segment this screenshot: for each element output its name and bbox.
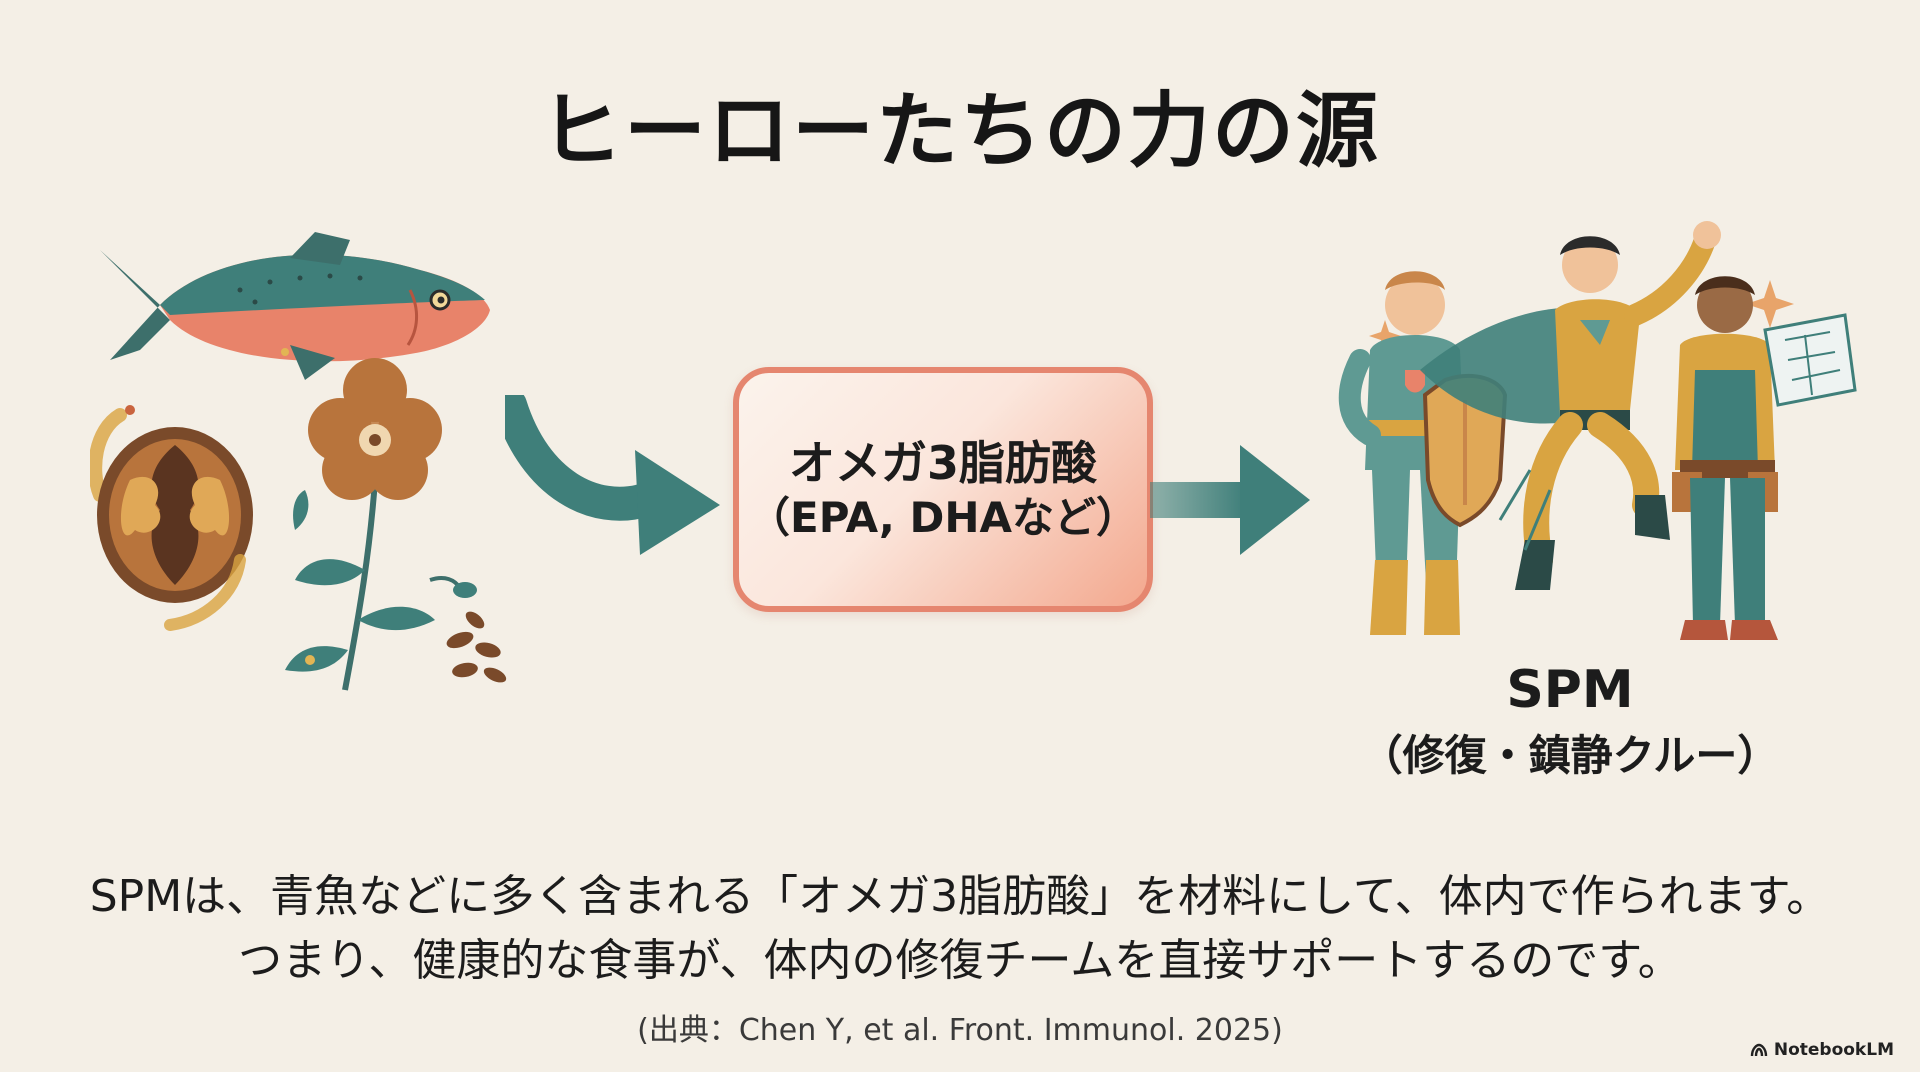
body-text-line-2: つまり、健康的な食事が、体内の修復チームを直接サポートするのです。 xyxy=(238,935,1682,986)
walnut-icon xyxy=(90,408,253,631)
flying-hero-icon xyxy=(1420,221,1721,590)
flax-flower-icon xyxy=(285,358,477,691)
body-text-line-1: SPMは、青魚などに多く含まれる「オメガ3脂肪酸」を材料にして、体内で作られます… xyxy=(89,871,1831,922)
straight-arrow-icon xyxy=(1150,445,1310,555)
curved-arrow-icon xyxy=(505,395,720,555)
spm-description: （修復・鎮静クルー） xyxy=(1360,731,1780,780)
shield-hero-icon xyxy=(1338,271,1508,635)
builder-hero-icon xyxy=(1672,276,1857,640)
spm-label: SPM xyxy=(1506,660,1634,720)
omega3-label: オメガ3脂肪酸 xyxy=(788,435,1097,490)
brand-name: NotebookLM xyxy=(1773,1040,1894,1060)
notebooklm-logo-icon xyxy=(1750,1043,1768,1057)
slide-title: ヒーローたちの力の源 xyxy=(539,84,1380,179)
citation: (出典：Chen Y, et al. Front. Immunol. 2025) xyxy=(637,1013,1283,1048)
salmon-fish-icon xyxy=(100,232,490,380)
omega3-card: オメガ3脂肪酸 （EPA, DHAなど） xyxy=(733,367,1153,612)
brand-watermark: NotebookLM xyxy=(1750,1040,1894,1060)
hero-team-illustration xyxy=(1338,221,1857,640)
omega3-examples: （EPA, DHAなど） xyxy=(748,493,1138,542)
omega3-foods-illustration xyxy=(90,232,507,691)
flax-seeds-icon xyxy=(125,348,507,683)
